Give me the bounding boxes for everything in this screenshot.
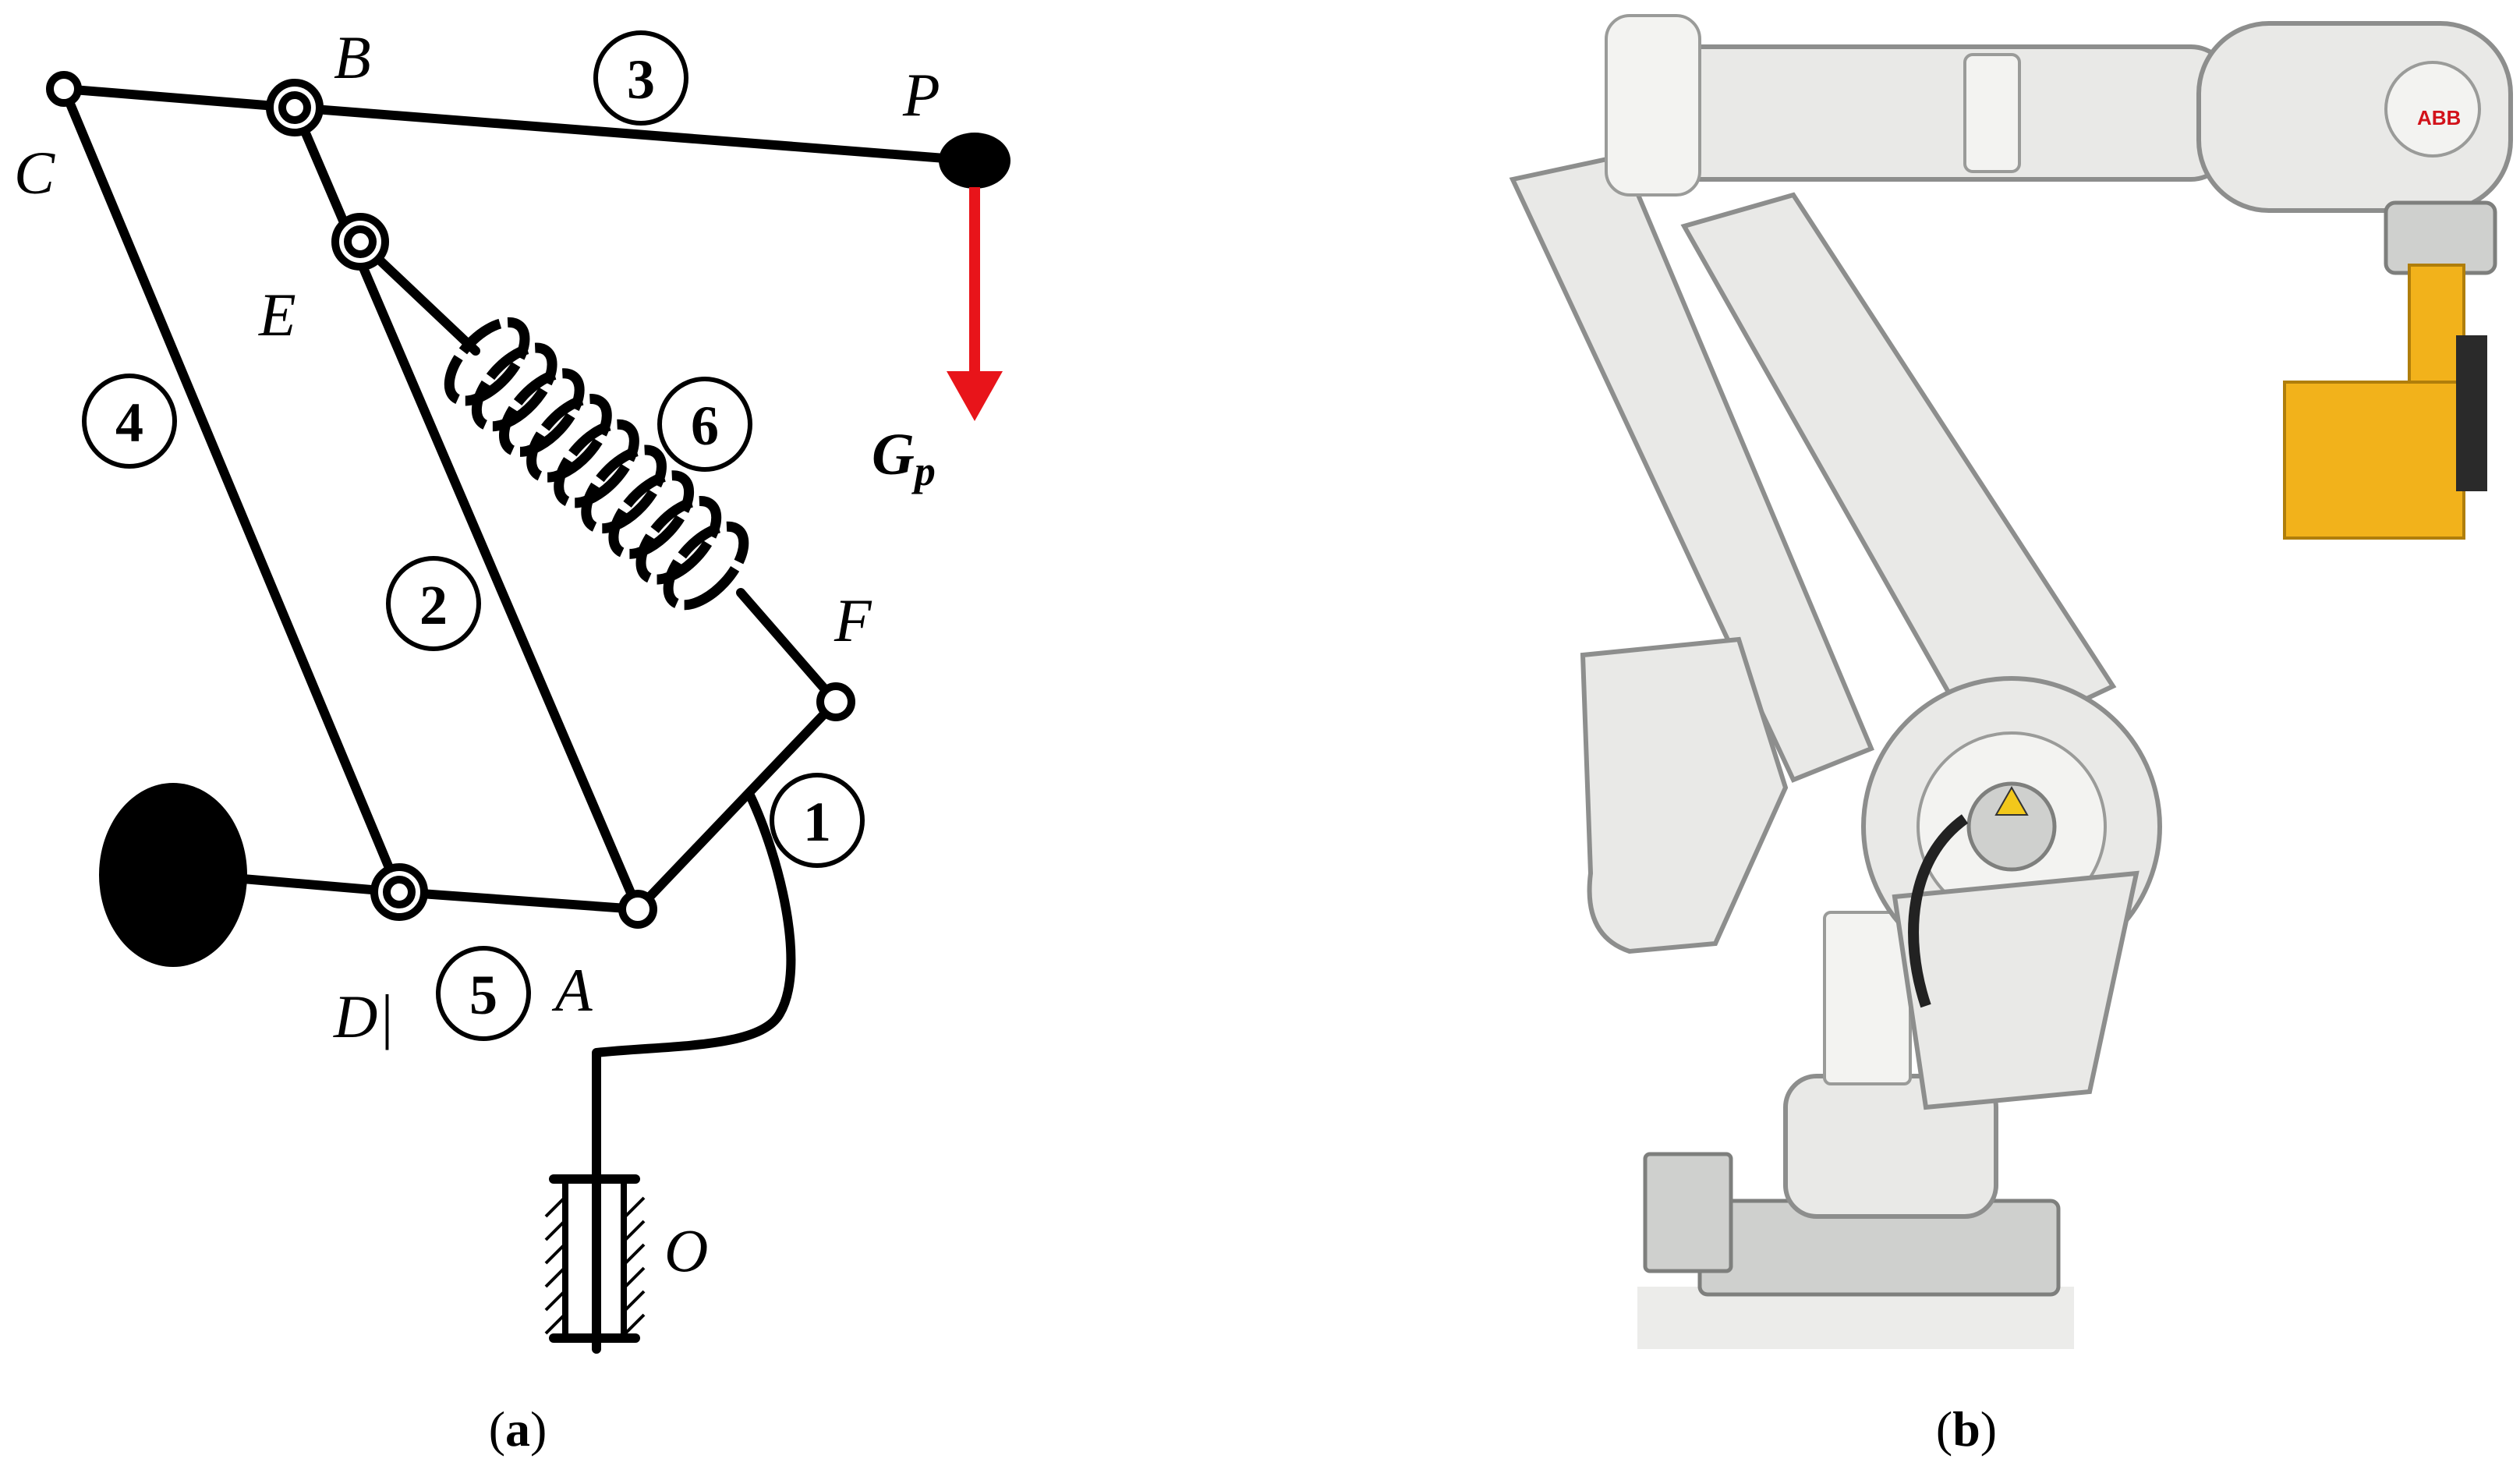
svg-text:6: 6 [691, 395, 719, 457]
link-1 [633, 697, 841, 914]
robot-rear-motor [1605, 14, 1701, 197]
robot-lower-arm [1680, 192, 2117, 752]
svg-text:2: 2 [419, 574, 448, 636]
link-3 [59, 84, 979, 165]
floor-shadow [1637, 1287, 2074, 1349]
joint-c [46, 71, 82, 107]
joint-a [618, 890, 657, 929]
warning-sticker [1994, 785, 2029, 816]
point-label-c: C [14, 139, 55, 207]
robot-wrist-disc [2384, 61, 2481, 158]
panel-a-mechanism-diagram: C B P E F D| A O 3 4 6 2 1 5 [14, 23, 1010, 1457]
link-badge-2: 2 [386, 556, 481, 651]
robot-upper-arm-collar [1963, 53, 2021, 173]
link-badge-3: 3 [593, 30, 688, 126]
link-badge-5: 5 [436, 946, 531, 1041]
robot-rear-arm [1509, 153, 1874, 783]
joint-b-inner [278, 91, 311, 124]
point-label-e: E [258, 281, 296, 349]
panel-b-robot-illustration: ABB (b) [1509, 14, 2513, 1457]
force-arrow-gp [947, 187, 1003, 421]
svg-text:5: 5 [469, 964, 497, 1026]
gripper-mount [2408, 264, 2465, 391]
caption-a: (a) [489, 1401, 547, 1457]
svg-text:1: 1 [803, 791, 831, 853]
robot-lower-housing [1892, 870, 2140, 1110]
robot-shoulder-hub [1966, 781, 2057, 872]
link-4 [59, 84, 404, 897]
gripper-plate [2283, 381, 2465, 540]
robot-upper-arm [1619, 44, 2232, 182]
point-label-a: A [551, 956, 593, 1024]
caption-b: (b) [1936, 1401, 1997, 1457]
link-5 [395, 887, 642, 914]
link-badge-1: 1 [770, 773, 865, 868]
point-label-b: B [334, 23, 371, 91]
point-label-p: P [902, 61, 940, 129]
joint-e-inner [344, 225, 377, 258]
joint-d-inner [383, 876, 416, 908]
ground-bearing [544, 1174, 646, 1343]
robot-cable [1908, 814, 1969, 1008]
counterweight [99, 783, 247, 967]
base-column [592, 791, 796, 1354]
payload-mass [939, 133, 1010, 189]
link-badge-6: 6 [657, 377, 752, 472]
svg-text:4: 4 [115, 391, 143, 454]
robot-counterweight [1580, 636, 1789, 954]
point-label-f: F [834, 586, 872, 654]
joint-f [816, 682, 855, 721]
robot-side-box [1643, 1152, 1733, 1273]
point-label-o: O [664, 1216, 708, 1284]
point-label-d: D| [333, 983, 395, 1050]
spring-connector-f [736, 588, 841, 706]
robot-wrist-flange [2384, 200, 2497, 275]
gripper-valves [2456, 335, 2487, 491]
robot-motor-box [1823, 911, 1912, 1085]
spring-6 [444, 317, 749, 611]
force-label: Gp [872, 422, 936, 494]
svg-text:3: 3 [627, 48, 655, 111]
link-badge-4: 4 [82, 374, 177, 469]
brand-mark: ABB [2417, 106, 2461, 129]
